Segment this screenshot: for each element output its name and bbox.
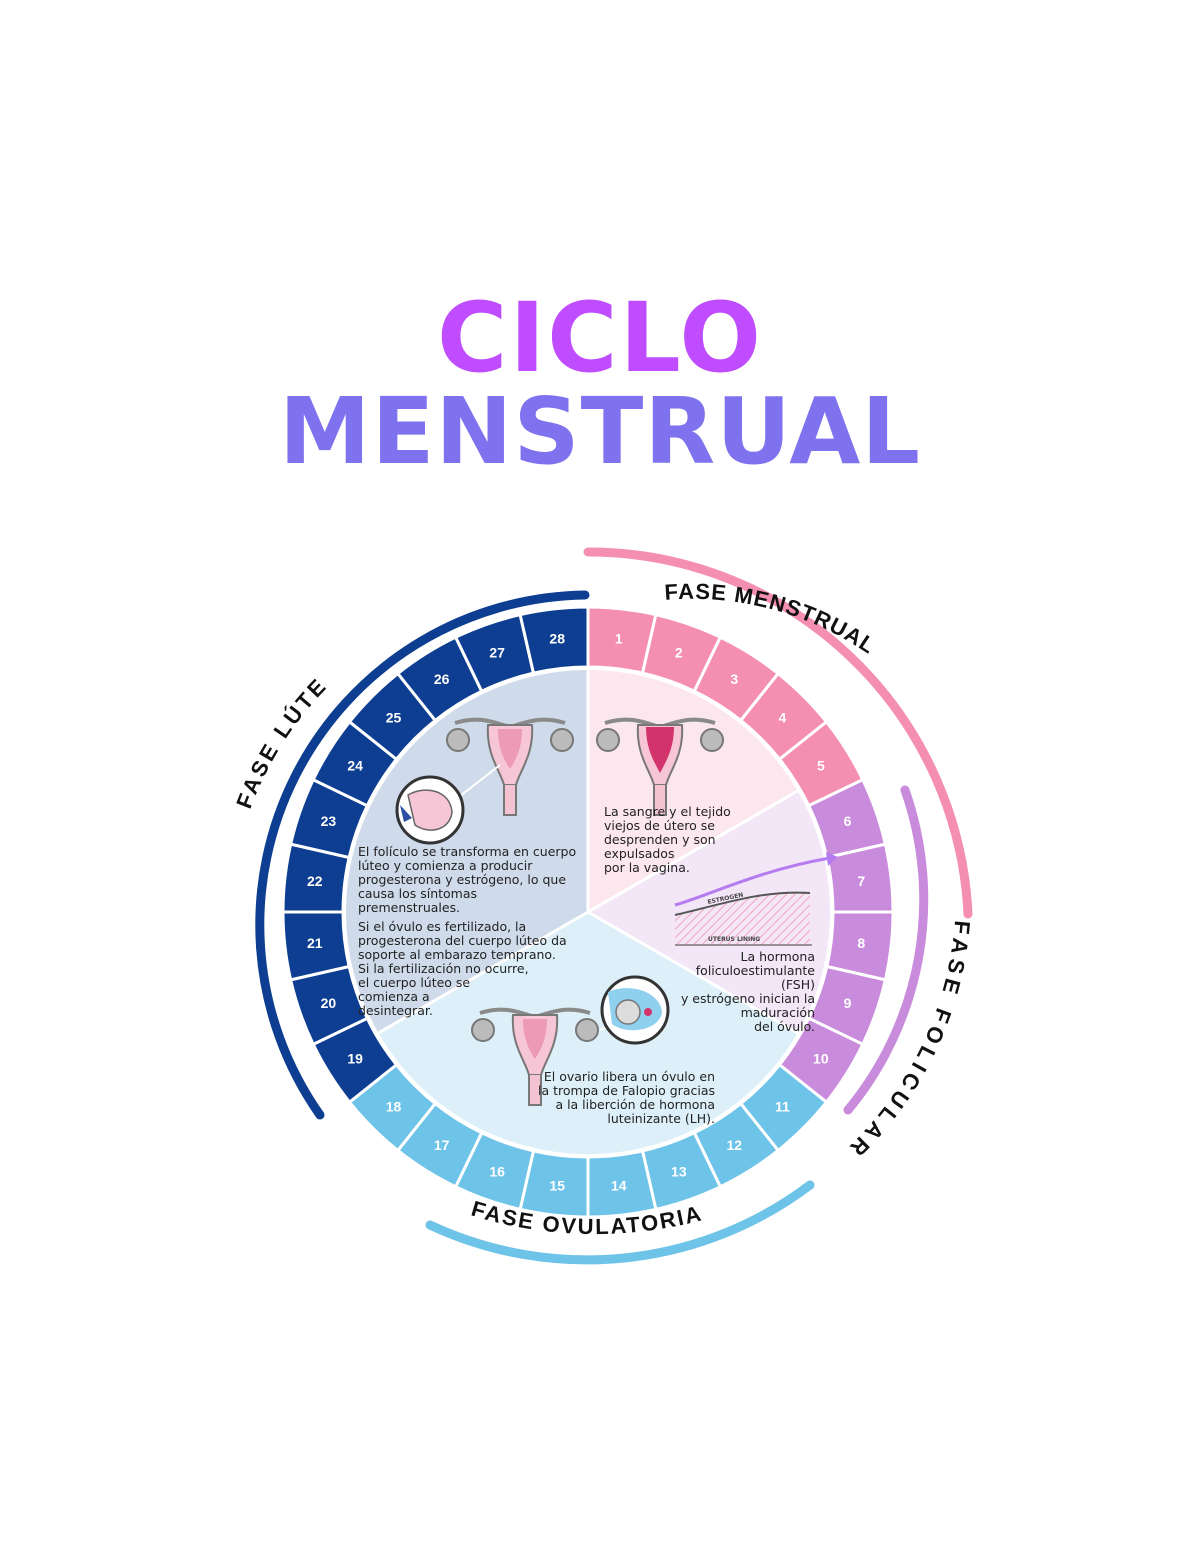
arc-luteal (255, 590, 590, 1120)
day-label-21: 21 (307, 935, 323, 951)
day-label-15: 15 (549, 1177, 565, 1193)
day-segment-28 (518, 605, 590, 675)
day-label-4: 4 (779, 710, 787, 726)
day-label-13: 13 (671, 1164, 687, 1180)
trend-arrow-icon (674, 856, 831, 907)
day-label-25: 25 (386, 710, 402, 726)
day-label-2: 2 (675, 644, 683, 660)
days-ring: 1234567891011121314151617181920212223242… (281, 605, 895, 1219)
day-label-7: 7 (857, 873, 865, 889)
uterus-icon (471, 1007, 599, 1106)
uterus-icon (596, 717, 724, 816)
day-label-6: 6 (844, 813, 852, 829)
day-label-28: 28 (549, 631, 565, 647)
luteal-description-1: El folículo se transforma en cuerpo lúte… (358, 844, 577, 915)
day-label-27: 27 (489, 644, 505, 660)
day-label-24: 24 (347, 758, 363, 774)
ovary-follicle-icon (395, 764, 501, 845)
phase-label-luteal: FASE LÚTEA (0, 0, 329, 812)
day-label-8: 8 (857, 935, 865, 951)
day-label-18: 18 (386, 1098, 402, 1114)
follicular-description: La hormona foliculoestimulante (FSH) y e… (680, 949, 815, 1034)
day-label-5: 5 (817, 758, 825, 774)
svg-text:FASE LÚTEA: FASE LÚTEA (0, 0, 332, 812)
day-label-19: 19 (347, 1050, 363, 1066)
day-label-26: 26 (434, 671, 450, 687)
day-label-23: 23 (321, 813, 337, 829)
day-label-17: 17 (434, 1137, 450, 1153)
day-label-11: 11 (775, 1098, 790, 1114)
day-label-9: 9 (844, 995, 852, 1011)
day-label-1: 1 (615, 631, 623, 647)
day-label-20: 20 (321, 995, 337, 1011)
hormone-graph: ESTROGEN UTERUS LINING (674, 852, 838, 946)
ovary-egg-icon (599, 975, 670, 1045)
arc-menstrual (583, 547, 973, 919)
ovulatory-description: El ovario libera un óvulo en la trompa d… (538, 1069, 715, 1126)
arc-follicular (843, 785, 929, 1115)
uterus-icon (446, 717, 574, 816)
day-label-10: 10 (813, 1050, 829, 1066)
day-label-14: 14 (611, 1177, 627, 1193)
luteal-description-2: Si el óvulo es fertilizado, la progester… (358, 919, 567, 1018)
lining-label: UTERUS LINING (708, 936, 760, 943)
sector-luteal (345, 670, 588, 1033)
arc-ovulatory (425, 1180, 815, 1265)
day-label-12: 12 (727, 1137, 743, 1153)
title-line-1: CICLO (437, 282, 763, 394)
day-label-16: 16 (489, 1164, 505, 1180)
day-label-3: 3 (730, 671, 738, 687)
day-label-22: 22 (307, 873, 323, 889)
menstrual-description: La sangre y el tejido viejos de útero se… (604, 804, 731, 875)
title-line-2: MENSTRUAL (279, 378, 921, 485)
